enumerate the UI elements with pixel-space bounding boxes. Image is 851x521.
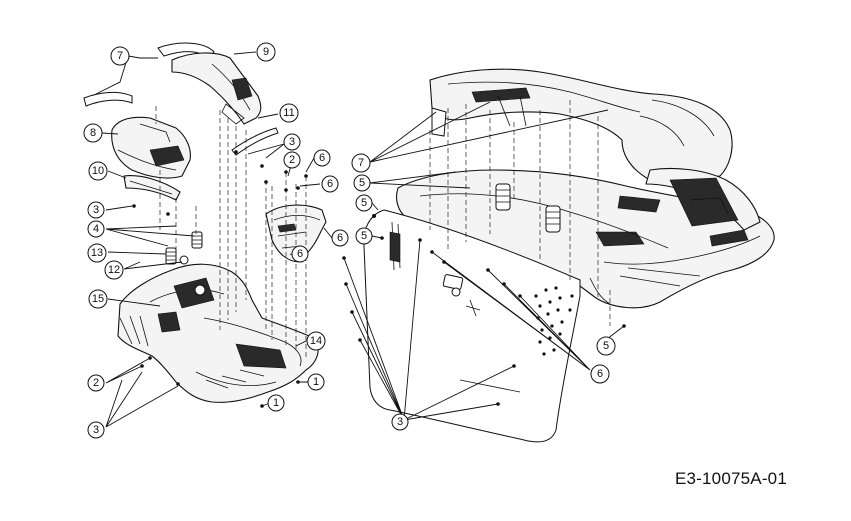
callout-11: 11 [279,103,299,123]
coil-springs-part [495,183,561,233]
callout-10: 10 [88,161,108,181]
bracket-part-10 [123,175,181,201]
svg-text:1: 1 [273,397,279,409]
svg-text:11: 11 [283,107,294,119]
svg-text:5: 5 [359,177,365,189]
svg-text:2: 2 [289,154,295,166]
trim-strip-part [83,42,215,107]
springs-part [165,231,203,265]
callout-3-right: 3 [391,413,409,431]
callout-5-mid: 5 [355,194,373,212]
left-assembly-lines [155,106,307,358]
strip-part-11 [231,127,279,156]
right-assembly-lines [429,100,611,326]
right-leaders [343,101,625,421]
left-leaders [95,51,333,428]
callout-3-side: 3 [87,201,105,219]
callout-1-right: 1 [307,373,325,391]
callout-6-top: 6 [313,149,331,167]
callout-9: 9 [256,42,276,62]
dash-cover-part [171,52,262,125]
callout-3-upper: 3 [283,133,301,151]
callout-14: 14 [306,331,326,351]
svg-text:7: 7 [117,50,123,62]
svg-text:3: 3 [93,204,99,216]
svg-text:6: 6 [297,248,303,260]
callout-15: 15 [88,289,108,309]
svg-text:3: 3 [93,424,99,436]
svg-text:7: 7 [358,157,364,169]
svg-text:6: 6 [337,232,343,244]
svg-text:8: 8 [90,127,96,139]
callout-5-side: 5 [355,227,373,245]
callout-4: 4 [87,220,105,238]
svg-text:5: 5 [603,340,609,352]
callout-5-lower: 5 [596,336,616,356]
callout-6-mid: 6 [321,175,339,193]
main-body-part [117,263,319,403]
drawing-code: E3-10075A-01 [674,469,787,488]
callout-3-bottom: 3 [87,421,105,439]
svg-text:5: 5 [361,197,367,209]
svg-text:4: 4 [93,223,99,235]
svg-text:12: 12 [108,264,120,276]
callout-2-upper: 2 [283,151,301,169]
svg-text:6: 6 [319,152,325,164]
svg-text:6: 6 [597,368,603,380]
svg-text:5: 5 [361,230,367,242]
callout-5-upper: 5 [353,174,371,192]
svg-text:6: 6 [327,178,333,190]
svg-text:10: 10 [92,165,104,177]
callout-12: 12 [104,260,124,280]
callout-8: 8 [83,123,103,143]
svg-text:2: 2 [93,377,99,389]
svg-text:3: 3 [289,136,295,148]
callout-2-lower: 2 [87,374,105,392]
rear-hood-part [429,68,733,181]
base-frame-part [395,167,775,309]
svg-text:3: 3 [397,416,403,428]
left-assembly: 7 9 8 11 3 2 6 10 6 3 4 6 13 6 12 15 14 … [83,42,349,439]
svg-text:1: 1 [313,376,319,388]
svg-text:14: 14 [310,335,322,347]
callout-1-bottom: 1 [267,394,285,412]
right-assembly: 7 5 5 5 5 6 3 [342,68,775,443]
callout-7-left: 7 [110,46,130,66]
svg-text:9: 9 [263,46,269,58]
callout-13: 13 [87,243,107,263]
callout-6-bracket: 6 [331,229,349,247]
vent-holes [534,286,574,356]
svg-text:13: 13 [91,247,103,259]
callout-6-right: 6 [590,364,610,384]
callout-6-low: 6 [291,245,309,263]
callout-7-right: 7 [351,153,371,173]
svg-text:15: 15 [92,293,104,305]
console-cover-part [111,116,191,179]
